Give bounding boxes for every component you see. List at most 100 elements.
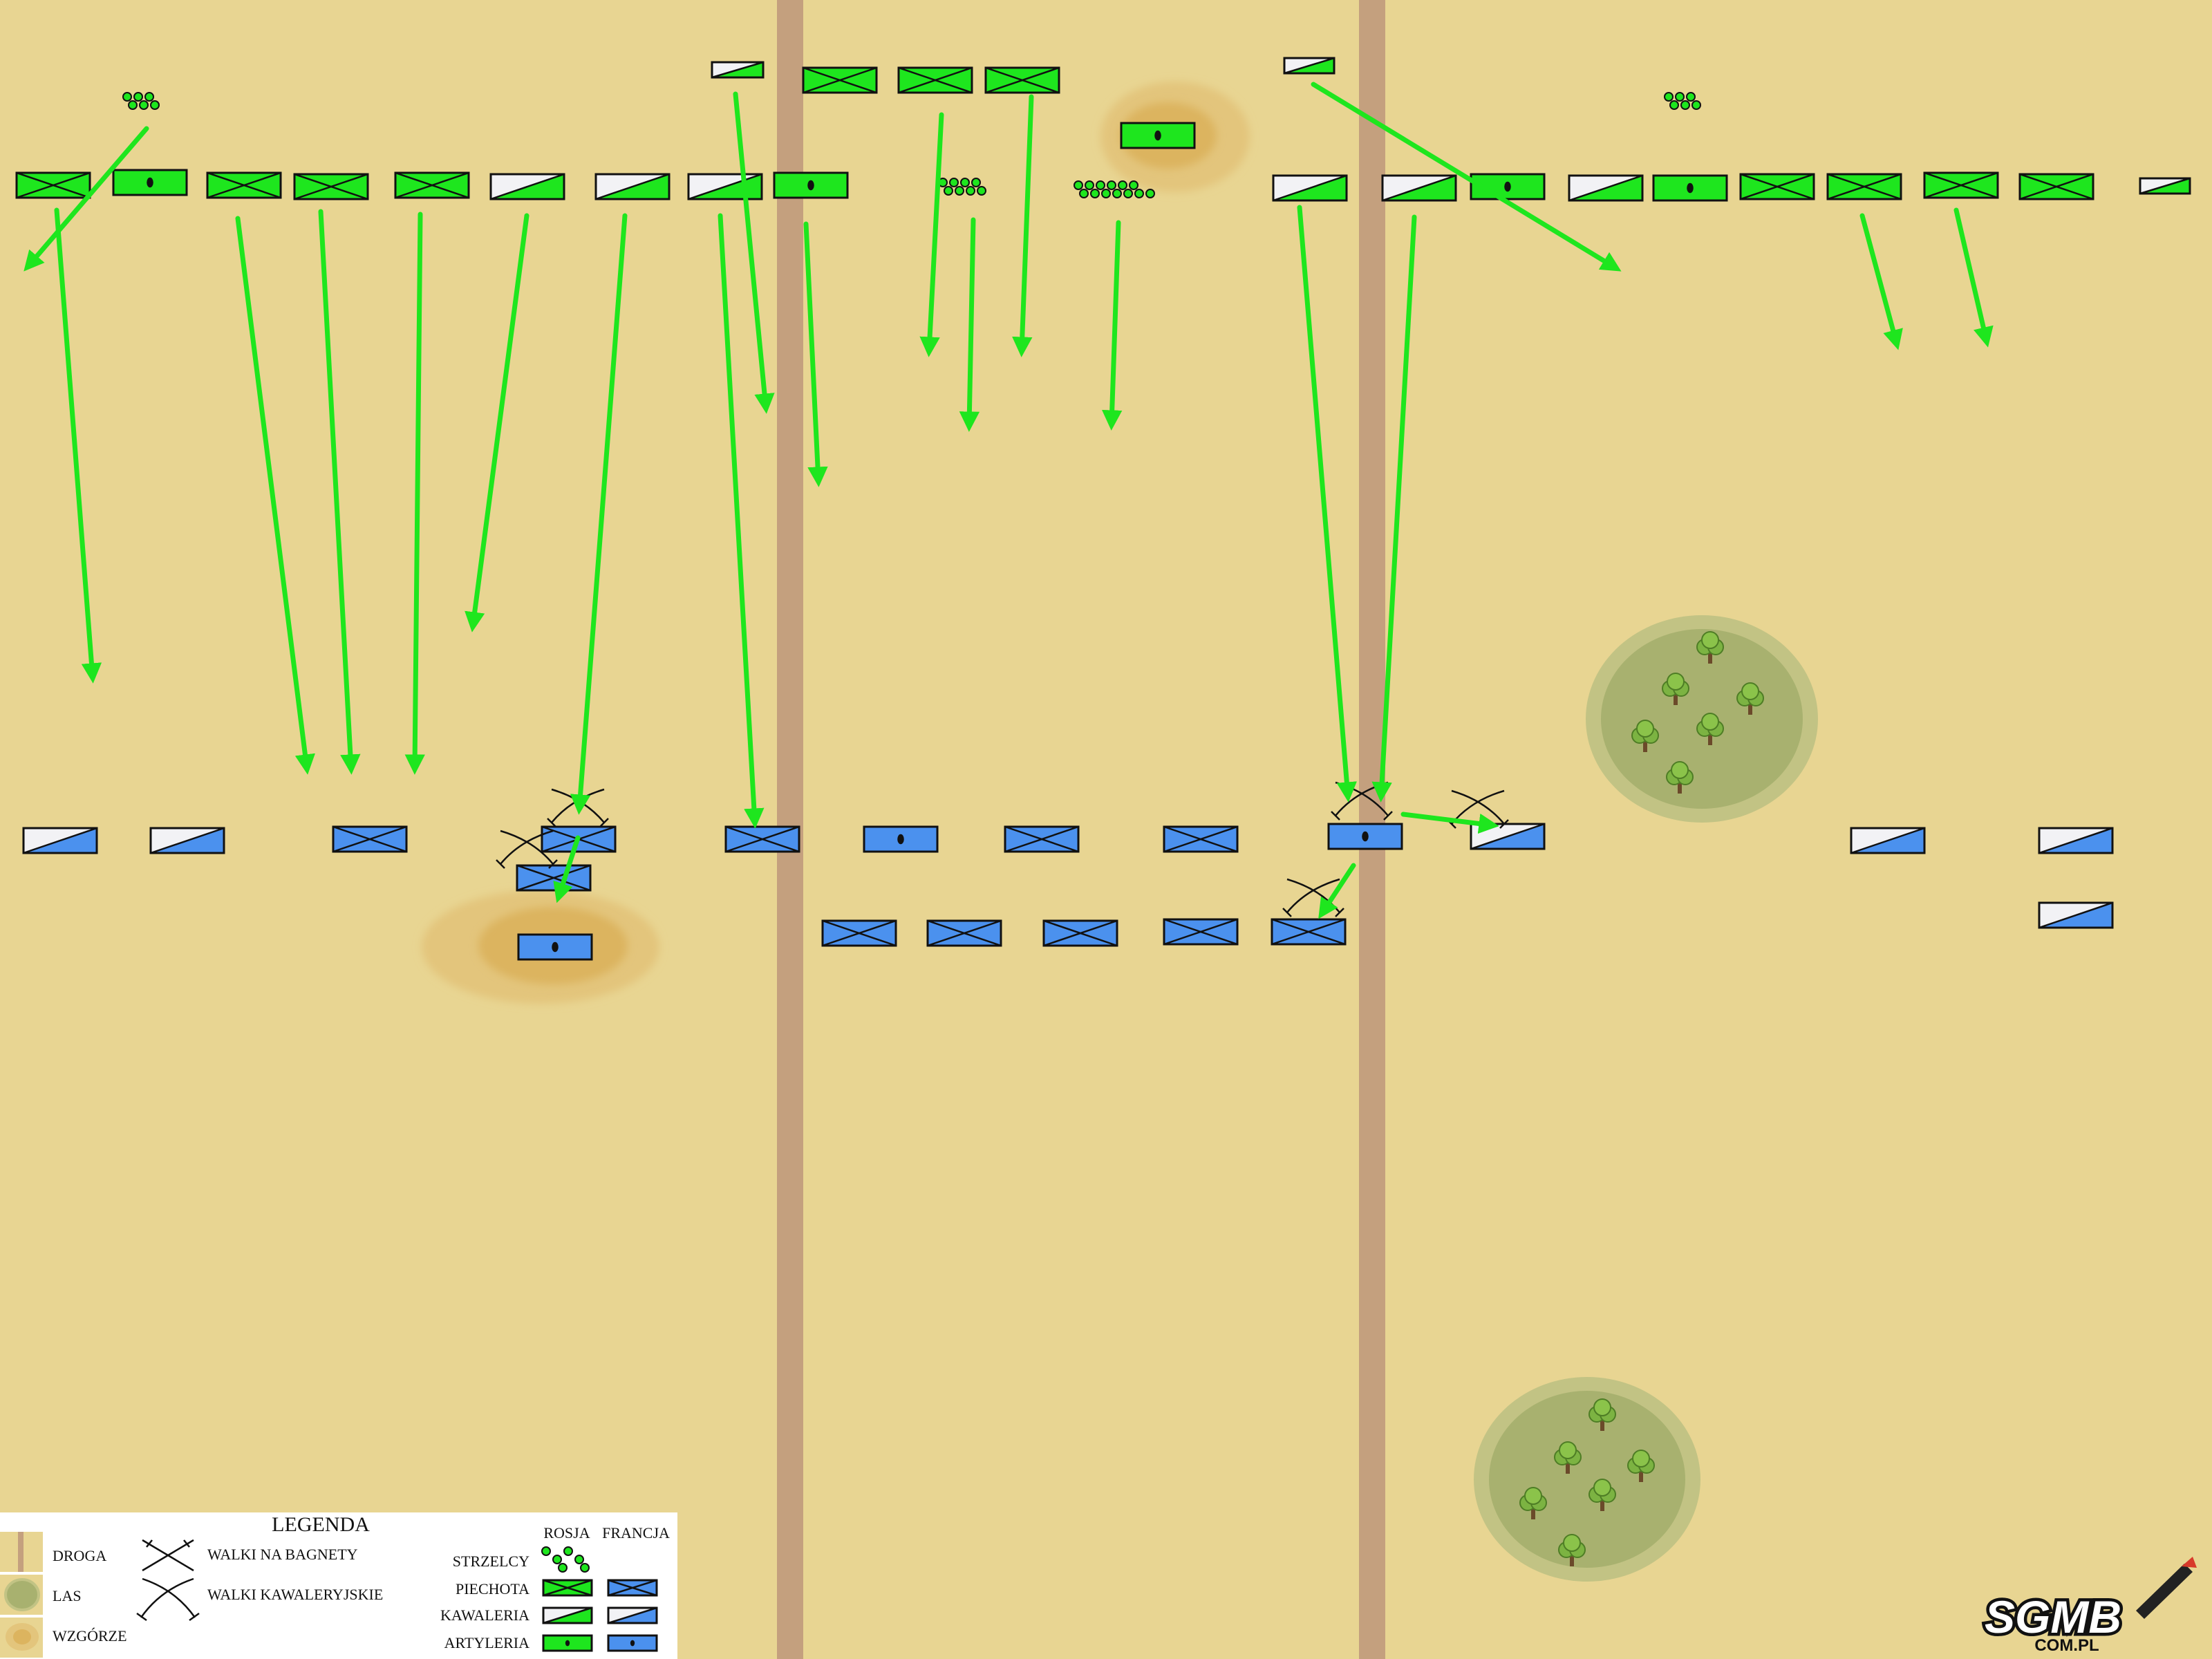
- russian-unit: [112, 169, 188, 196]
- advance-arrow: [24, 126, 149, 272]
- french-unit: [517, 933, 593, 961]
- legend-france-symbol: [607, 1579, 658, 1597]
- advance-arrow: [465, 213, 529, 632]
- french-unit: [1004, 825, 1080, 853]
- crossed-bayonets-icon: [142, 1539, 194, 1572]
- russian-unit: [687, 173, 763, 200]
- russian-unit: [1652, 174, 1728, 202]
- skirmisher-group: [1074, 180, 1155, 198]
- russian-unit: [1923, 171, 1999, 199]
- russian-unit: [802, 66, 878, 94]
- tree-icon: [1631, 720, 1659, 752]
- advance-arrow: [1311, 82, 1622, 272]
- french-unit: [516, 864, 592, 892]
- advance-arrow: [803, 221, 828, 487]
- french-units: [22, 823, 2114, 961]
- french-unit: [926, 919, 1002, 947]
- legend-russia-symbol: [542, 1579, 593, 1597]
- advance-arrow: [1371, 214, 1417, 803]
- advance-arrow: [1297, 205, 1357, 803]
- advance-arrow: [318, 209, 361, 775]
- skirmisher-dot: [574, 1555, 584, 1564]
- logo-name: SGMB: [1985, 1591, 2121, 1642]
- russian-unit: [15, 171, 91, 199]
- legend-hill-label: WZGÓRZE: [53, 1627, 127, 1644]
- legend-cavalry-combat-label: WALKI KAWALERYJSKIE: [207, 1586, 383, 1603]
- tree-icon: [1588, 1398, 1616, 1431]
- french-unit: [821, 919, 897, 947]
- tree-icon: [1558, 1534, 1586, 1566]
- tree-icon: [1736, 682, 1764, 715]
- legend-forest: LAS: [0, 1575, 82, 1615]
- advance-arrow: [235, 216, 316, 775]
- russian-unit: [1381, 174, 1457, 202]
- french-unit: [1470, 823, 1546, 850]
- russian-unit: [594, 173, 671, 200]
- advance-arrow: [1318, 863, 1356, 919]
- legend-bayonet-label: WALKI NA BAGNETY: [207, 1546, 358, 1563]
- russian-unit: [897, 66, 973, 94]
- sgmb-logo: SGMB COM.PL: [1982, 1557, 2197, 1655]
- legend-road: DROGA: [0, 1532, 106, 1572]
- french-unit: [724, 825, 800, 853]
- forest-swatch: [4, 1578, 40, 1611]
- pen-icon: [2136, 1557, 2197, 1619]
- logo-domain: COM.PL: [2034, 1636, 2099, 1655]
- russian-skirmishers: [122, 92, 1701, 198]
- french-unit: [863, 825, 939, 853]
- skirmisher-dot: [563, 1546, 573, 1556]
- advance-arrow: [733, 91, 775, 414]
- advance-arrow: [1859, 213, 1903, 350]
- crossed-sabres-icon: [136, 1577, 200, 1622]
- tree-icon: [1588, 1479, 1616, 1511]
- french-unit: [1163, 918, 1239, 946]
- french-unit: [1163, 825, 1239, 853]
- legend-artillery-label: ARTYLERIA: [444, 1634, 529, 1651]
- skirmisher-group: [122, 92, 160, 110]
- skirmisher-group: [1664, 92, 1701, 110]
- french-unit: [1850, 827, 1926, 854]
- legend-header-russia: ROSJA: [543, 1524, 590, 1541]
- legend-header-france: FRANCJA: [602, 1524, 670, 1541]
- legend-france-symbol: [607, 1606, 658, 1624]
- french-unit: [1042, 919, 1118, 947]
- legend-france-symbol: [607, 1634, 658, 1652]
- legend-skirmishers-label: STRZELCY: [453, 1553, 529, 1570]
- russian-unit: [1120, 122, 1196, 149]
- french-unit: [22, 827, 98, 854]
- french-unit: [1327, 823, 1403, 850]
- russian-unit: [2139, 177, 2191, 195]
- advance-arrow: [959, 217, 980, 432]
- french-unit: [2038, 901, 2114, 929]
- legend-russia-symbol: [542, 1634, 593, 1652]
- advance-arrow: [1400, 812, 1499, 834]
- russian-unit: [489, 173, 565, 200]
- russian-unit: [984, 66, 1060, 94]
- advance-arrow: [570, 213, 628, 815]
- legend-title: LEGENDA: [272, 1513, 370, 1536]
- legend-unit-symbols: [541, 1546, 658, 1652]
- advance-arrow: [1012, 94, 1034, 357]
- russian-unit: [1739, 173, 1815, 200]
- french-unit: [332, 825, 408, 853]
- skirmisher-dot: [580, 1563, 590, 1573]
- french-unit: [1271, 918, 1347, 946]
- legend-russia-symbol: [542, 1606, 593, 1624]
- forest-south: [1474, 1377, 1700, 1582]
- russian-unit: [206, 171, 282, 199]
- advance-arrow: [919, 112, 944, 357]
- russian-units: [15, 57, 2191, 202]
- legend-bayonet: WALKI NA BAGNETY: [142, 1539, 358, 1572]
- skirmisher-dot: [541, 1546, 551, 1556]
- russian-unit: [2018, 173, 2094, 200]
- road-swatch: [18, 1532, 24, 1572]
- advance-arrow: [1102, 220, 1123, 431]
- russian-unit: [711, 61, 765, 79]
- legend-cavalry-label: KAWALERIA: [440, 1606, 529, 1624]
- advance-arrows: [24, 82, 1994, 919]
- russian-unit: [394, 171, 470, 199]
- legend-infantry-label: PIECHOTA: [456, 1580, 529, 1597]
- french-unit: [149, 827, 225, 854]
- skirmisher-dot: [552, 1555, 562, 1564]
